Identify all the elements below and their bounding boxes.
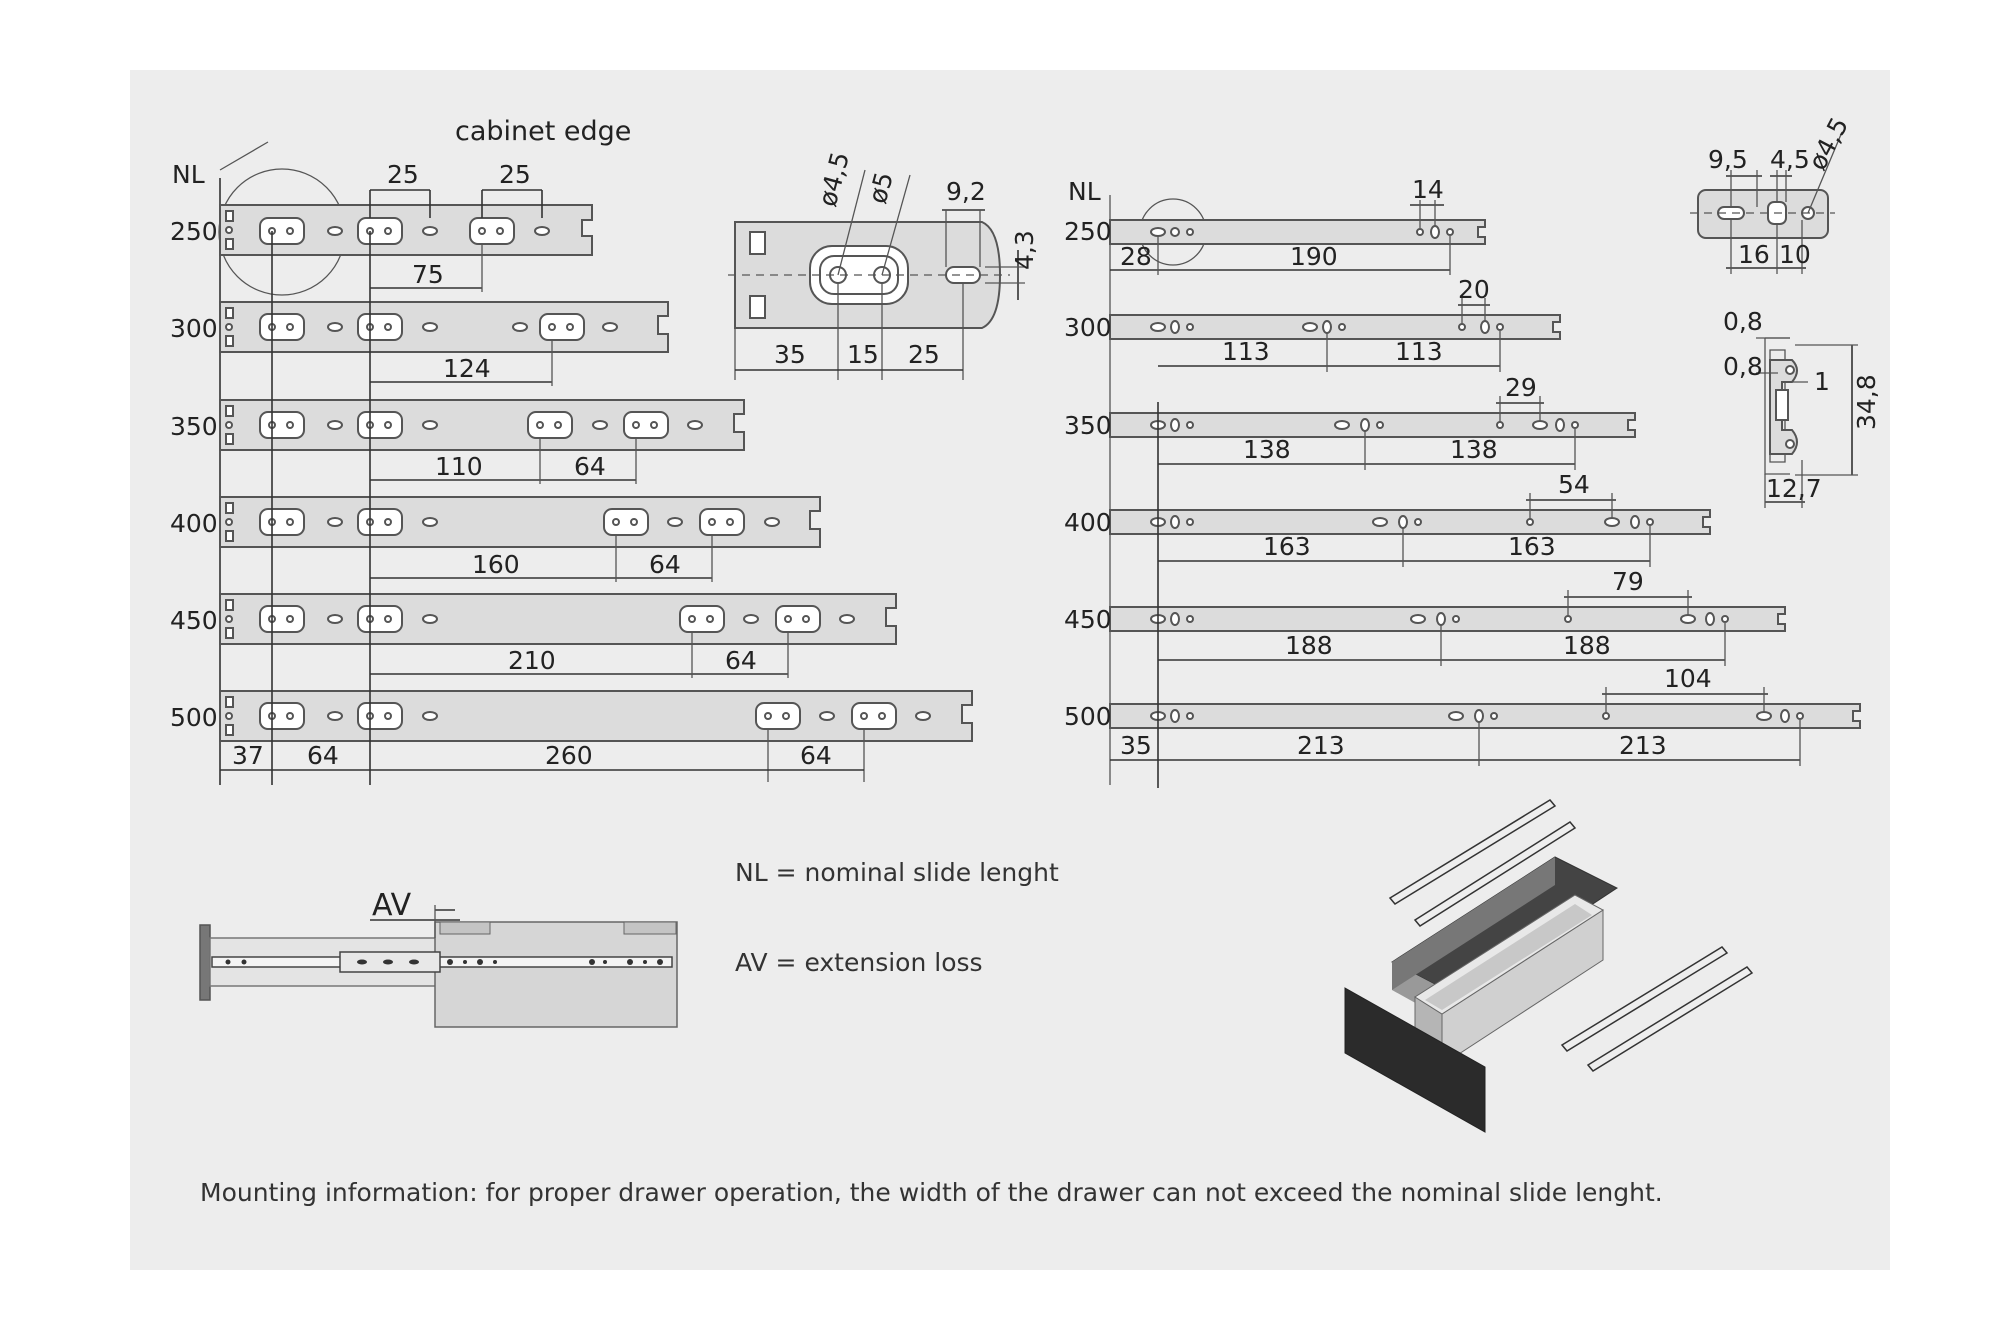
- right-slide-300: [1109, 314, 1561, 340]
- right-slide-350: [1109, 412, 1636, 438]
- technical-drawing: cabinet edge NL 250 25 25 75 300 124: [170, 113, 1881, 1133]
- right-nl-400: 400: [1064, 508, 1112, 537]
- right-dim-450-2: 188: [1563, 631, 1611, 660]
- mounting-note: Mounting information: for proper drawer …: [200, 1178, 1663, 1207]
- left-dim-350-2: 64: [574, 452, 606, 481]
- left-bottom-dim-2: 64: [307, 741, 339, 770]
- right-nl-450: 450: [1064, 605, 1112, 634]
- profile-dim-1: 1: [1814, 367, 1830, 396]
- right-dim-500-2: 213: [1297, 731, 1345, 760]
- right-nl-350: 350: [1064, 411, 1112, 440]
- left-dim-250-1: 75: [412, 260, 444, 289]
- nl-header-right: NL: [1068, 177, 1101, 206]
- left-dim-450-1: 210: [508, 646, 556, 675]
- left-nl-350: 350: [170, 412, 218, 441]
- right-nl-500: 500: [1064, 702, 1112, 731]
- legend-nl: NL = nominal slide lenght: [735, 858, 1059, 887]
- right-dim-400-2: 163: [1508, 532, 1556, 561]
- legend-av: AV = extension loss: [735, 948, 983, 977]
- right-dim-500-1: 35: [1120, 731, 1152, 760]
- left-dim-500-2: 64: [800, 741, 832, 770]
- profile-dim-10: 10: [1779, 240, 1811, 269]
- right-slide-500: [1109, 703, 1861, 729]
- drawing-panel: cabinet edge NL 250 25 25 75 300 124: [130, 70, 1890, 1270]
- detail-dim-25: 25: [908, 340, 940, 369]
- right-dim-500-3: 213: [1619, 731, 1667, 760]
- detail-dim-d5: ø5: [863, 169, 899, 207]
- av-label: AV: [372, 888, 412, 923]
- cabinet-edge-label: cabinet edge: [455, 116, 631, 147]
- profile-dim-08-a: 0,8: [1723, 307, 1763, 336]
- left-dim-350-1: 110: [435, 452, 483, 481]
- profile-dim-16: 16: [1738, 240, 1770, 269]
- detail-view: [728, 221, 1010, 329]
- drawer-illustration: [1344, 799, 1754, 1133]
- extension-loss-illustration: [199, 921, 678, 1028]
- right-top-500: 104: [1664, 664, 1712, 693]
- profile-dim-45: 4,5: [1770, 145, 1810, 174]
- detail-dim-35: 35: [774, 340, 806, 369]
- left-top-dim-1: 25: [387, 160, 419, 189]
- left-slide-250: [219, 204, 593, 256]
- detail-dim-92: 9,2: [946, 177, 986, 206]
- profile-dim-348: 34,8: [1852, 374, 1881, 430]
- slide-end-detail: [1690, 189, 1835, 239]
- right-dim-300-2: 113: [1395, 337, 1443, 366]
- left-dim-450-2: 64: [725, 646, 757, 675]
- left-slide-500: [219, 690, 973, 742]
- left-slide-400: [219, 496, 821, 548]
- right-top-400: 54: [1558, 470, 1590, 499]
- left-nl-500: 500: [170, 703, 218, 732]
- left-nl-300: 300: [170, 314, 218, 343]
- left-nl-450: 450: [170, 606, 218, 635]
- right-top-300: 20: [1458, 275, 1490, 304]
- left-dim-400-2: 64: [649, 550, 681, 579]
- right-dim-300-1: 113: [1222, 337, 1270, 366]
- left-slide-350: [219, 399, 745, 451]
- detail-dim-d45: ø4,5: [813, 149, 855, 210]
- profile-dim-d45: ø4,5: [1803, 113, 1854, 175]
- left-bottom-dim-1: 37: [232, 741, 264, 770]
- right-top-350: 29: [1505, 373, 1537, 402]
- right-top-450: 79: [1612, 567, 1644, 596]
- left-nl-400: 400: [170, 509, 218, 538]
- right-dim-250-1: 28: [1120, 242, 1152, 271]
- right-slide-450: [1109, 606, 1786, 632]
- right-top-250: 14: [1412, 175, 1444, 204]
- right-nl-300: 300: [1064, 313, 1112, 342]
- right-dim-400-1: 163: [1263, 532, 1311, 561]
- left-dim-500-1: 260: [545, 741, 593, 770]
- right-dim-450-1: 188: [1285, 631, 1333, 660]
- profile-cross-section: [1764, 337, 1798, 475]
- left-nl-250: 250: [170, 217, 218, 246]
- left-dim-300-1: 124: [443, 354, 491, 383]
- detail-dim-15: 15: [847, 340, 879, 369]
- nl-header-left: NL: [172, 160, 205, 189]
- right-dim-350-1: 138: [1243, 435, 1291, 464]
- detail-dim-43: 4,3: [1010, 230, 1039, 270]
- profile-dim-08-b: 0,8: [1723, 352, 1763, 381]
- left-top-dim-2: 25: [499, 160, 531, 189]
- right-slide-400: [1109, 509, 1711, 535]
- profile-dim-95: 9,5: [1708, 145, 1748, 174]
- left-slide-450: [219, 593, 897, 645]
- right-slide-250: [1109, 219, 1486, 245]
- left-dim-400-1: 160: [472, 550, 520, 579]
- right-nl-250: 250: [1064, 217, 1112, 246]
- left-slide-300: [219, 301, 669, 353]
- profile-dim-127: 12,7: [1766, 474, 1822, 503]
- right-dim-250-2: 190: [1290, 242, 1338, 271]
- right-dim-350-2: 138: [1450, 435, 1498, 464]
